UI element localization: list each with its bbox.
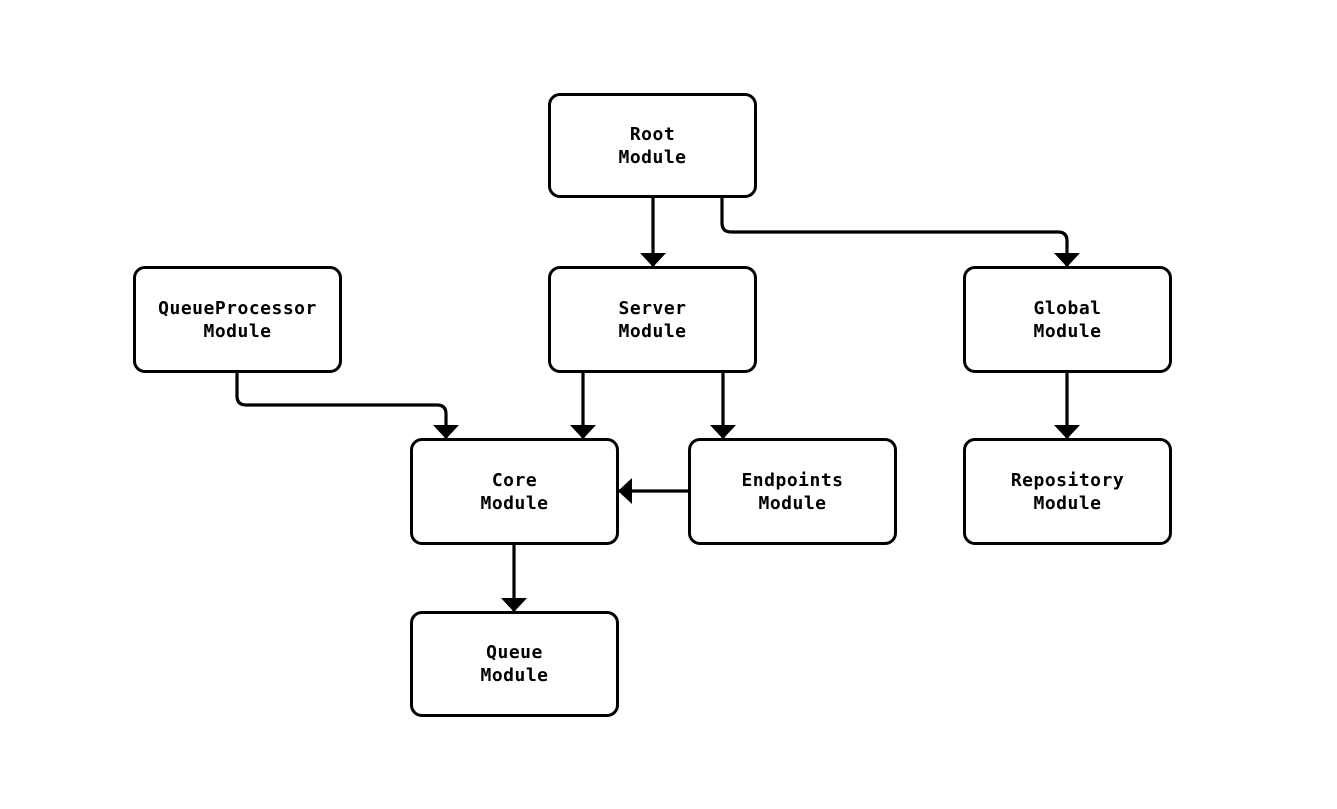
node-label-line: Queue (486, 642, 543, 663)
node-label-line: Module (1033, 492, 1102, 514)
node-server-module: Server Module (548, 266, 757, 373)
edge-queueprocessor-module-to-core-module (235, 373, 459, 439)
node-label-line: QueueProcessor (158, 297, 317, 319)
node-queue-module: Queue Module (410, 611, 619, 717)
node-queueprocessor-module: QueueProcessor Module (133, 266, 342, 373)
node-label-line: Module (203, 320, 272, 342)
node-label-line: Module (480, 665, 549, 686)
node-label-line: Module (1033, 320, 1102, 342)
node-label-line: Root (629, 123, 676, 145)
node-core-module: Core Module (410, 438, 619, 545)
node-label-line: Module (758, 492, 827, 514)
node-label-line: Global (1033, 297, 1102, 319)
node-global-module: Global Module (963, 266, 1172, 373)
edge-root-module-to-global-module (720, 198, 1080, 267)
node-label-line: Module (618, 146, 687, 168)
node-label-line: Endpoints (741, 469, 844, 491)
node-root-module: Root Module (548, 93, 757, 198)
node-label-line: Module (618, 320, 687, 342)
node-label-line: Core (491, 469, 538, 491)
node-repository-module: Repository Module (963, 438, 1172, 545)
node-endpoints-module: Endpoints Module (688, 438, 897, 545)
node-label-line: Repository (1010, 469, 1125, 491)
node-label-line: Module (480, 492, 549, 514)
node-label-line: Server (618, 297, 687, 319)
